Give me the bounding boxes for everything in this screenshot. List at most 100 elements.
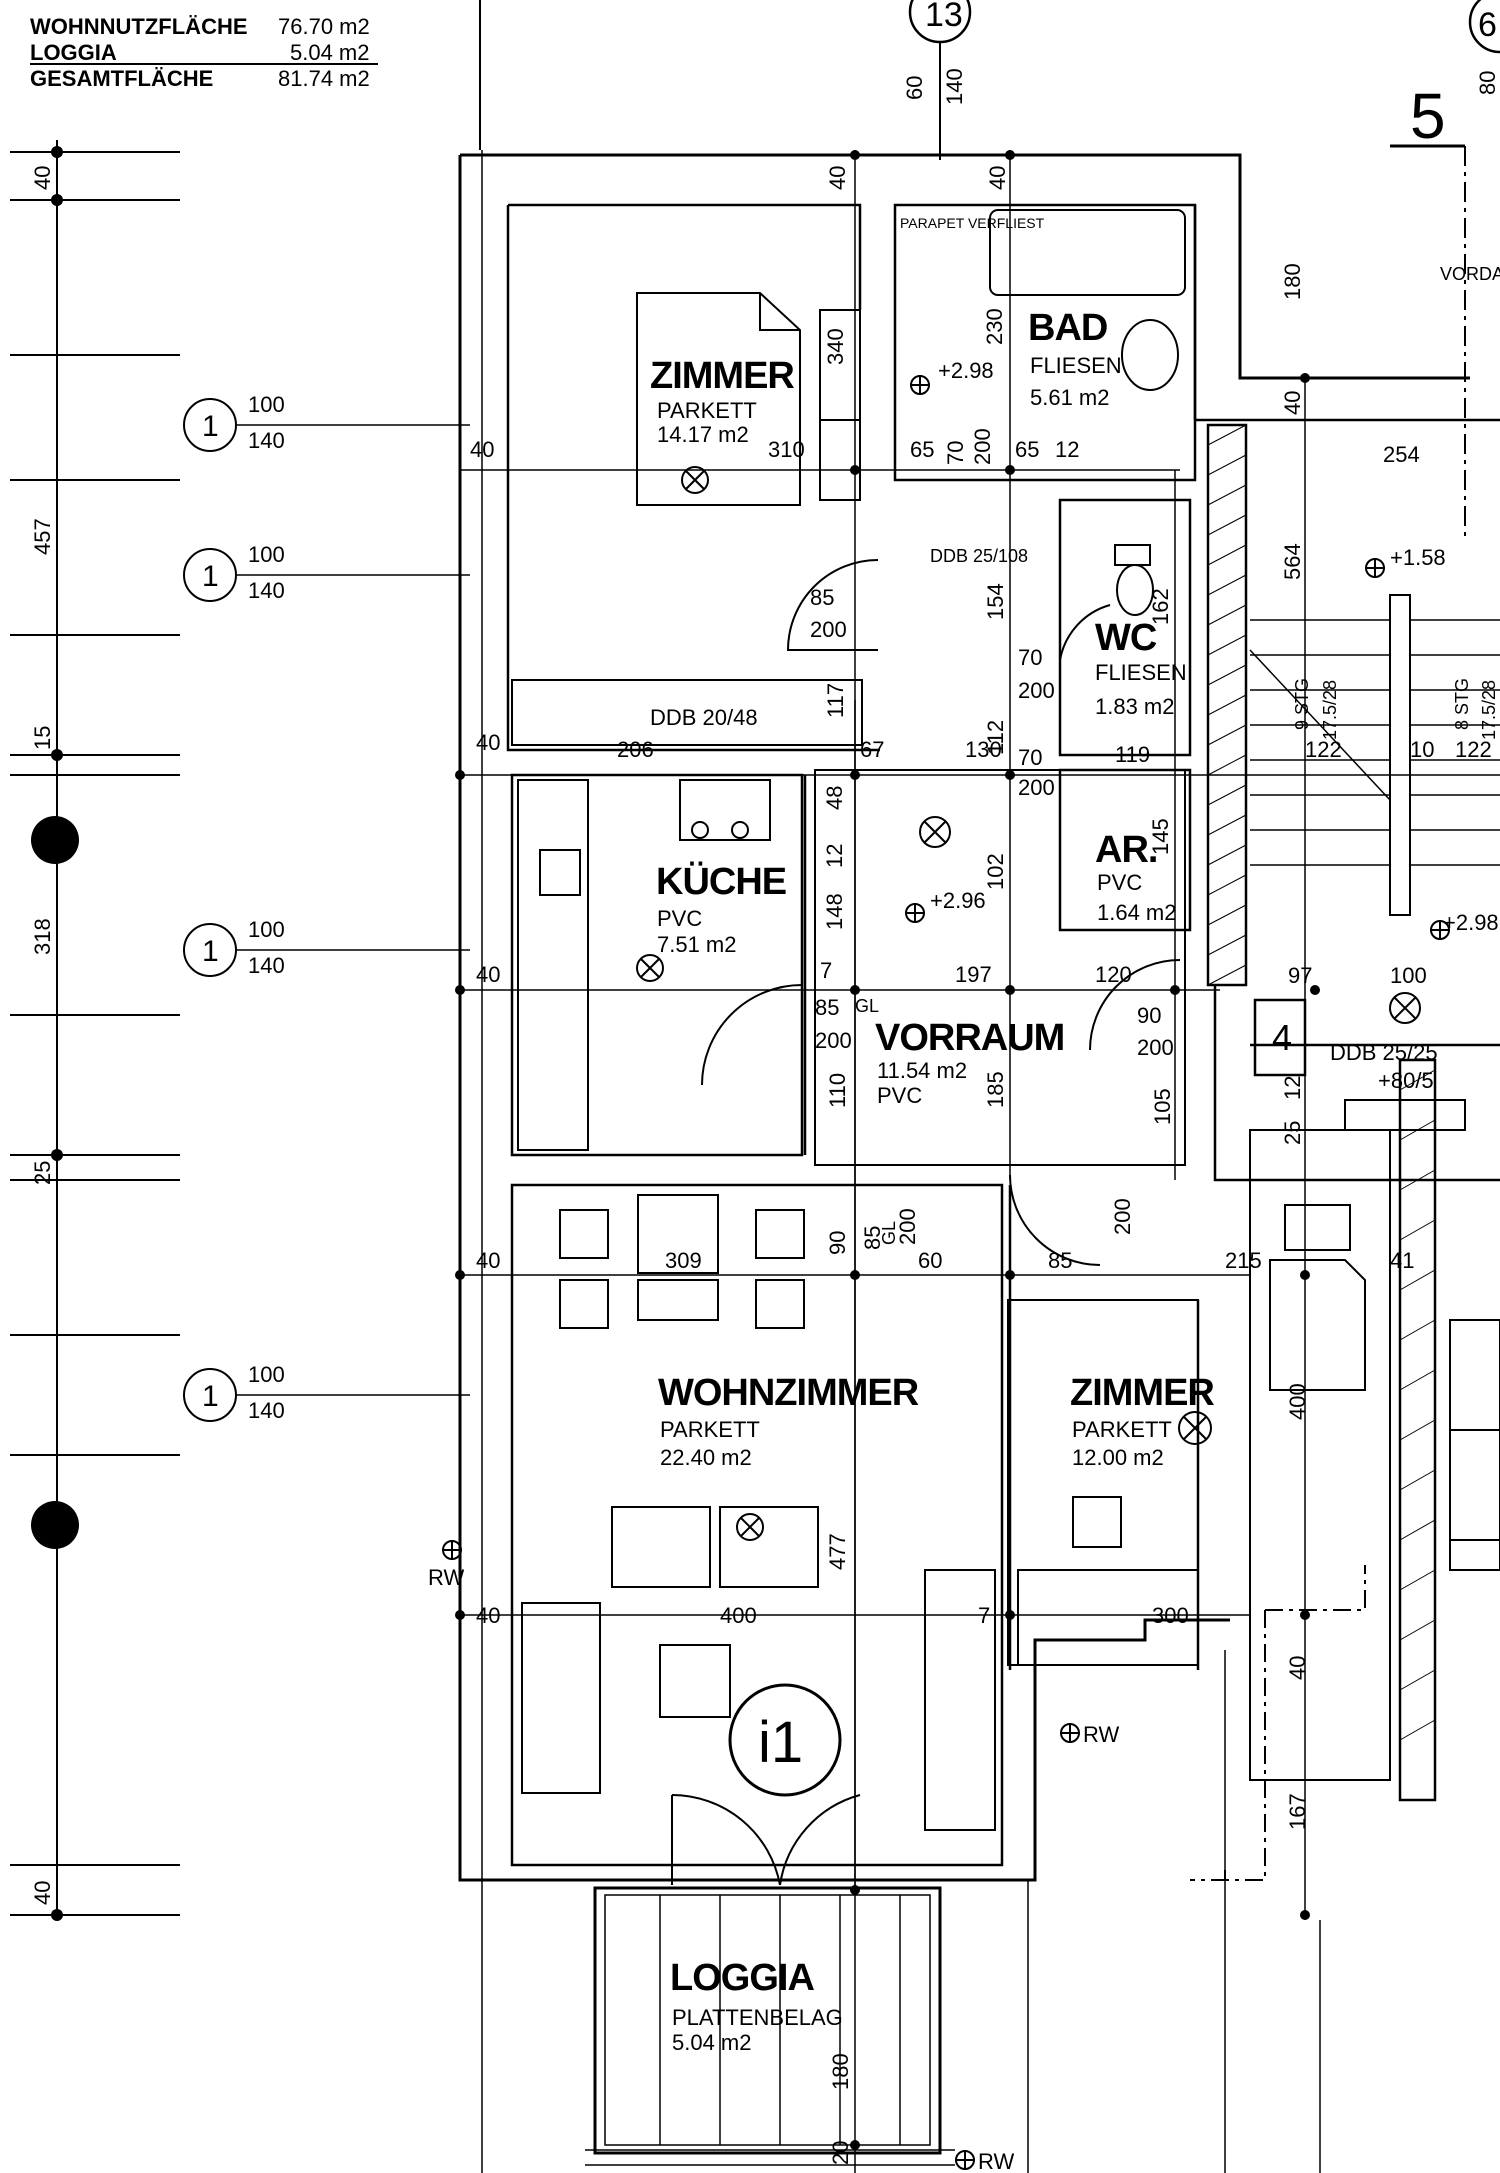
svg-text:40: 40 <box>476 1603 500 1628</box>
svg-text:102: 102 <box>983 853 1008 890</box>
room-area: 7.51 m2 <box>657 932 737 957</box>
svg-text:300: 300 <box>1152 1603 1189 1628</box>
svg-text:70: 70 <box>943 441 968 465</box>
rw-label-left: RW <box>428 1565 464 1590</box>
svg-text:1: 1 <box>202 410 219 443</box>
svg-text:200: 200 <box>1018 678 1055 703</box>
room-floor: PVC <box>1097 870 1142 895</box>
svg-text:120: 120 <box>1095 962 1132 987</box>
ddb-25-25-sub: +80/5 <box>1378 1068 1434 1093</box>
room-name: WOHNZIMMER <box>658 1372 919 1414</box>
room-wc: WC FLIESEN 1.83 m2 <box>1095 617 1187 719</box>
svg-text:40: 40 <box>985 166 1010 190</box>
svg-text:140: 140 <box>248 428 285 453</box>
svg-text:310: 310 <box>768 437 805 462</box>
svg-text:200: 200 <box>970 428 995 465</box>
room-ar: AR. PVC 1.64 m2 <box>1095 829 1177 925</box>
svg-text:200: 200 <box>895 1208 920 1245</box>
room-name: ZIMMER <box>1070 1372 1214 1414</box>
svg-text:67: 67 <box>860 737 884 762</box>
svg-text:25: 25 <box>1280 1121 1305 1145</box>
svg-text:97: 97 <box>1288 963 1312 988</box>
svg-text:12: 12 <box>1055 437 1079 462</box>
room-zimmer-2: ZIMMER PARKETT 12.00 m2 <box>1070 1372 1215 1470</box>
rw-label-bottom: RW <box>978 2149 1014 2173</box>
vordach-label: VORDACH <box>1440 264 1500 284</box>
window-marker-3: 1 100 140 <box>183 917 470 978</box>
room-vorraum: VORRAUM 11.54 m2 PVC <box>875 1017 1065 1108</box>
dim-left-15: 15 <box>30 726 55 750</box>
room-zimmer-1: ZIMMER PARKETT 14.17 m2 <box>650 355 795 447</box>
svg-text:12: 12 <box>1280 1076 1305 1100</box>
room-floor: PARKETT <box>660 1417 760 1442</box>
dim-left-40-top: 40 <box>30 166 55 190</box>
room-floor: FLIESEN <box>1095 660 1187 685</box>
svg-text:309: 309 <box>665 1248 702 1273</box>
svg-text:40: 40 <box>825 166 850 190</box>
svg-text:564: 564 <box>1280 543 1305 580</box>
svg-text:230: 230 <box>982 308 1007 345</box>
stair-b: 8 STG <box>1452 678 1472 730</box>
room-kueche: KÜCHE PVC 7.51 m2 <box>656 860 787 957</box>
dim-left-318: 318 <box>30 918 55 955</box>
svg-text:206: 206 <box>617 737 654 762</box>
svg-text:122: 122 <box>1305 737 1342 762</box>
room-name: LOGGIA <box>670 1957 814 1999</box>
axis-label-13: 13 <box>925 0 963 34</box>
room-name: ZIMMER <box>650 355 794 397</box>
room-wohnzimmer: WOHNZIMMER PARKETT 22.40 m2 <box>658 1372 920 1470</box>
svg-text:40: 40 <box>470 437 494 462</box>
rw-label-middle: RW <box>1083 1722 1119 1747</box>
summary-value-loggia: 5.04 m2 <box>290 40 370 65</box>
svg-text:10: 10 <box>1410 737 1434 762</box>
svg-text:85: 85 <box>815 995 839 1020</box>
ddb-20-48: DDB 20/48 <box>650 705 758 730</box>
fixtures <box>442 209 1450 2170</box>
svg-text:130: 130 <box>965 737 1002 762</box>
stair-a: 9 STG <box>1292 678 1312 730</box>
svg-text:7: 7 <box>978 1603 990 1628</box>
gl-label-2: GL <box>879 1221 899 1245</box>
level-1-58: +1.58 <box>1390 545 1446 570</box>
room-floor: PVC <box>657 906 702 931</box>
svg-text:167: 167 <box>1285 1793 1310 1830</box>
room-name: VORRAUM <box>875 1017 1064 1059</box>
room-floor: PLATTENBELAG <box>672 2005 843 2030</box>
svg-text:70: 70 <box>1018 645 1042 670</box>
svg-text:154: 154 <box>983 583 1008 620</box>
svg-text:180: 180 <box>1280 263 1305 300</box>
svg-text:70: 70 <box>1018 745 1042 770</box>
room-area: 1.64 m2 <box>1097 900 1177 925</box>
dim-nodes <box>455 150 1320 2150</box>
svg-text:117: 117 <box>823 683 848 718</box>
svg-text:400: 400 <box>720 1603 757 1628</box>
summary-label-loggia: LOGGIA <box>30 40 117 65</box>
svg-text:1: 1 <box>202 560 219 593</box>
svg-text:40: 40 <box>1280 391 1305 415</box>
marker-4: 4 <box>1272 1017 1292 1058</box>
window-marker-1: 1 100 140 <box>183 392 470 453</box>
dim-left-25: 25 <box>30 1161 55 1185</box>
summary-label-wohnnutzflaeche: WOHNNUTZFLÄCHE <box>30 14 248 39</box>
svg-text:105: 105 <box>1150 1088 1175 1125</box>
svg-text:200: 200 <box>1018 775 1055 800</box>
svg-text:60: 60 <box>918 1248 942 1273</box>
dim-left-40-bottom: 40 <box>30 1881 55 1905</box>
svg-text:100: 100 <box>248 917 285 942</box>
room-area: 5.04 m2 <box>672 2030 752 2055</box>
room-bad: BAD FLIESEN 5.61 m2 <box>1028 307 1122 410</box>
ddb-25-108: DDB 25/108 <box>930 546 1028 566</box>
level-2-96: +2.96 <box>930 888 986 913</box>
svg-text:85: 85 <box>1048 1248 1072 1273</box>
svg-text:140: 140 <box>248 953 285 978</box>
room-floor: PARKETT <box>657 398 757 423</box>
room-floor: FLIESEN <box>1030 353 1122 378</box>
svg-text:477: 477 <box>825 1533 850 1570</box>
room-area: 12.00 m2 <box>1072 1445 1164 1470</box>
svg-text:90: 90 <box>1137 1003 1161 1028</box>
svg-text:48: 48 <box>822 786 847 810</box>
svg-text:65: 65 <box>910 437 934 462</box>
svg-text:200: 200 <box>815 1028 852 1053</box>
svg-text:40: 40 <box>476 1248 500 1273</box>
svg-text:40: 40 <box>476 962 500 987</box>
